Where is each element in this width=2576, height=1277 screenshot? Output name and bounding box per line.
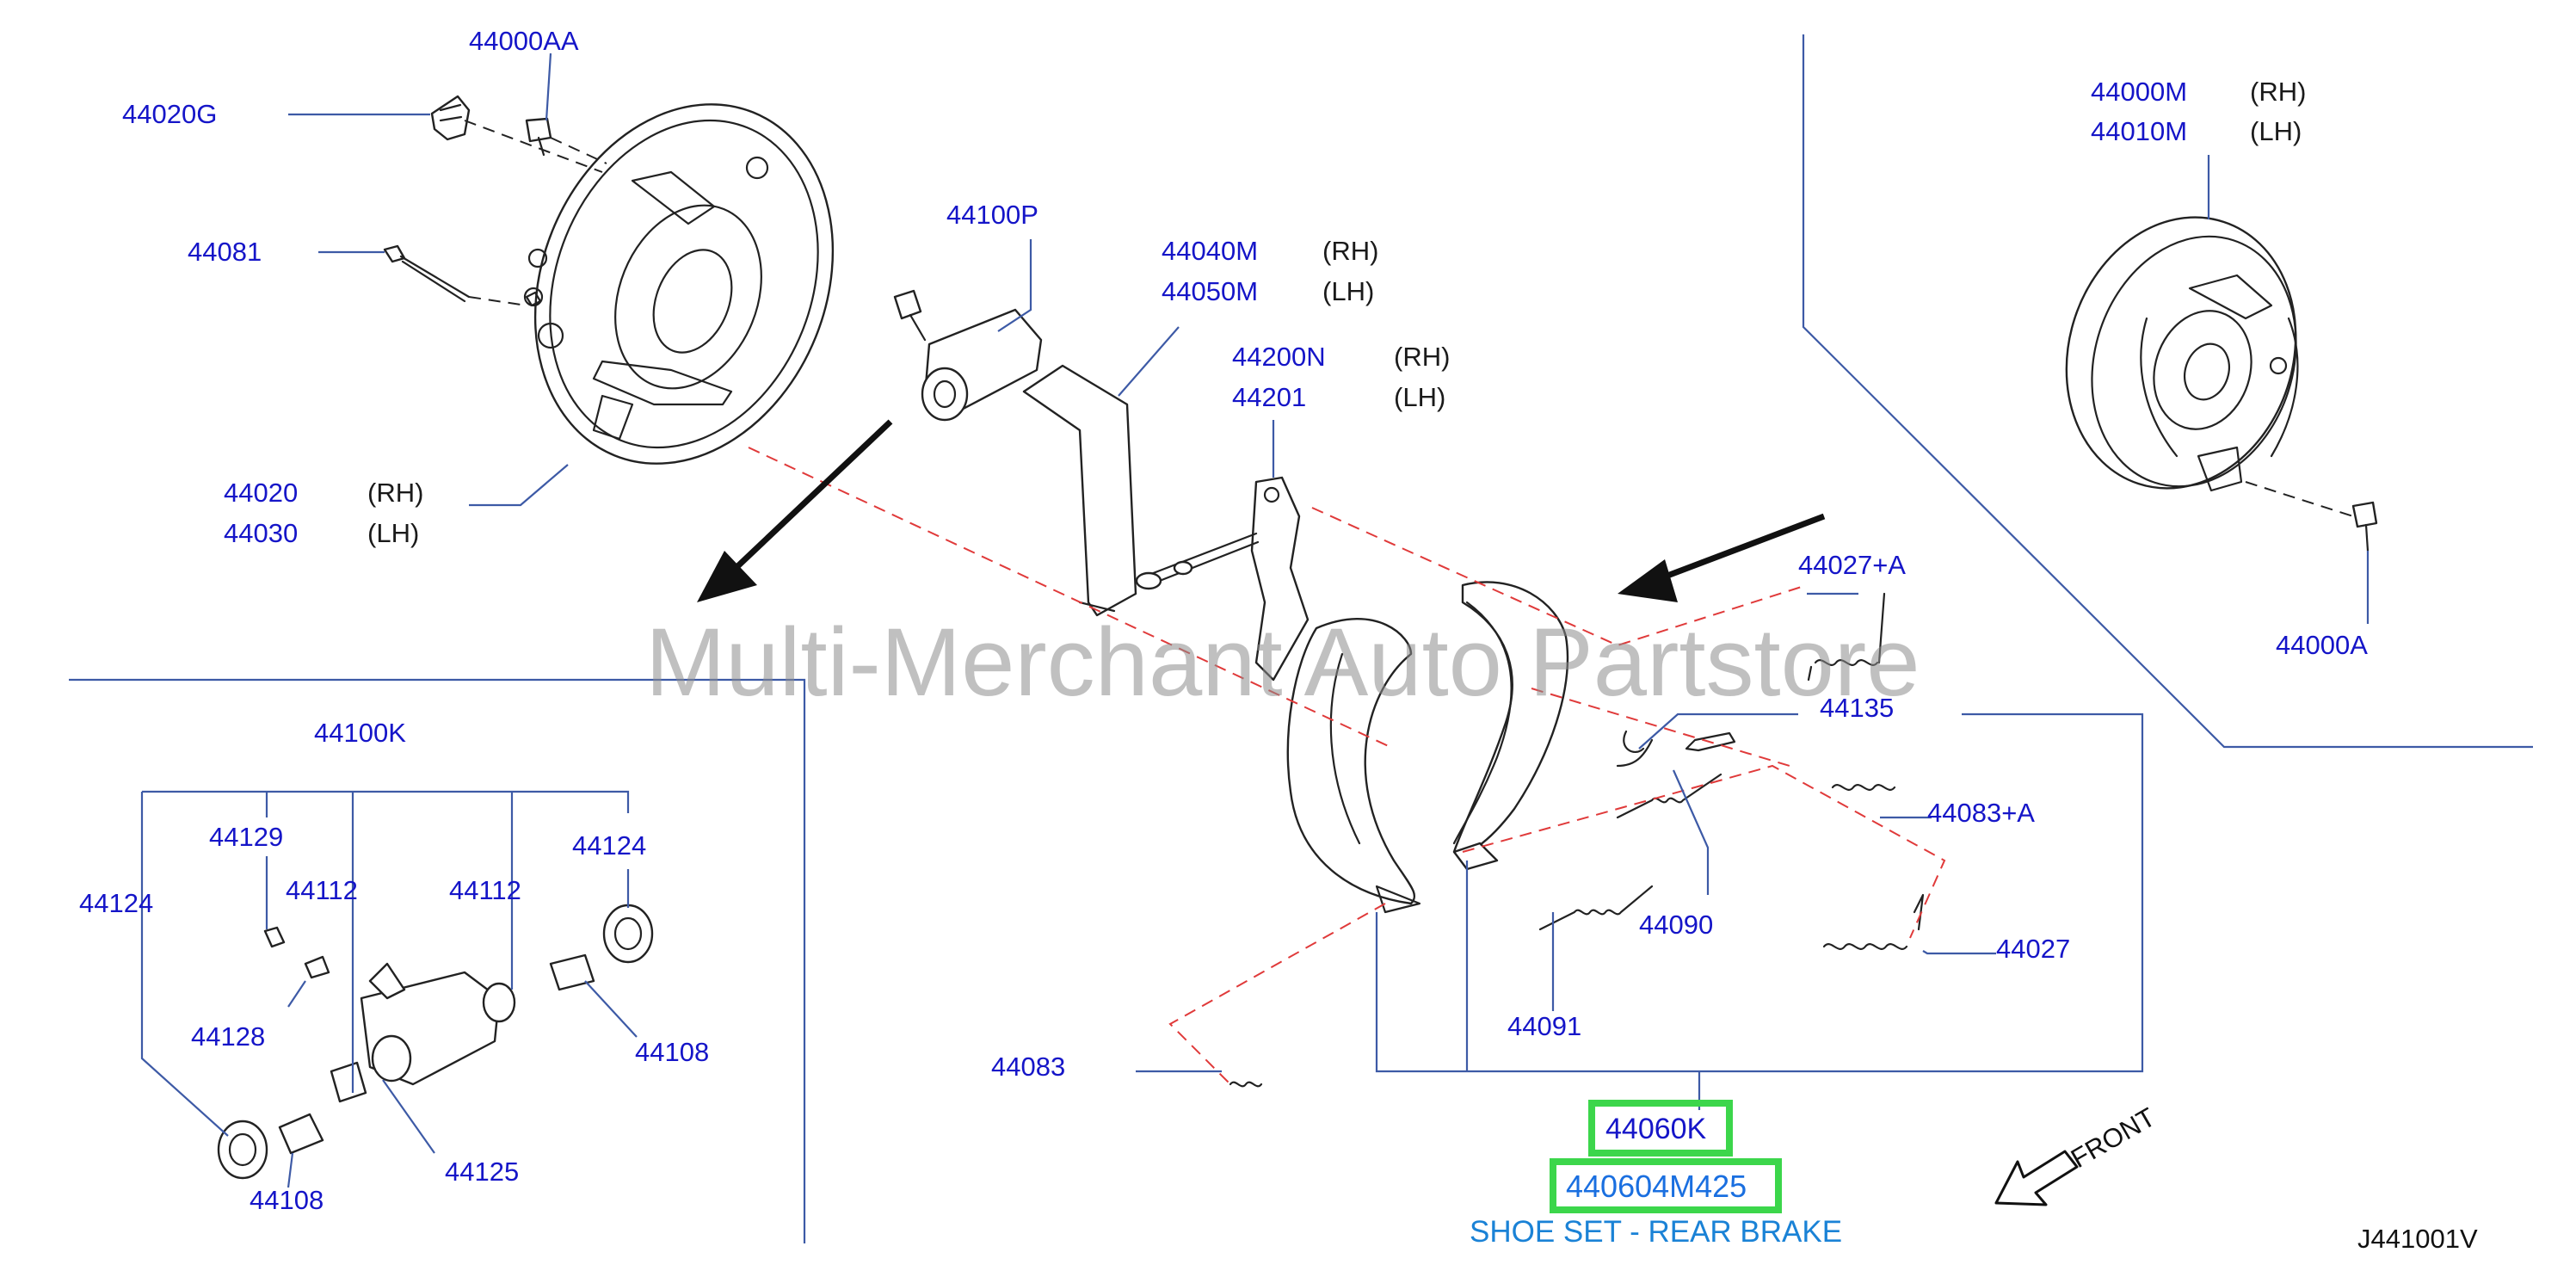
part-label-44108[interactable]: 44108 <box>635 1037 709 1067</box>
part-label-44020G[interactable]: 44020G <box>122 99 217 129</box>
part-labels: 44000AA 44020G 44081 44020 (RH) 44030 (L… <box>79 26 2368 1215</box>
part-label-44112[interactable]: 44112 <box>449 875 521 905</box>
part-label-44108[interactable]: 44108 <box>250 1185 324 1215</box>
part-label-44000A[interactable]: 44000A <box>2276 630 2368 660</box>
part-label-44200N[interactable]: 44200N <box>1232 342 1326 372</box>
section-dividers <box>69 34 2533 1243</box>
highlight-oem-number[interactable]: 440604M425 <box>1566 1169 1747 1204</box>
springs-drawing <box>1229 592 1925 1088</box>
part-label-44091[interactable]: 44091 <box>1507 1011 1581 1041</box>
backing-plate-drawing <box>523 103 835 465</box>
highlight-description: SHOE SET - REAR BRAKE <box>1470 1215 1842 1249</box>
part-label-44124[interactable]: 44124 <box>79 888 153 918</box>
part-label-44081[interactable]: 44081 <box>188 237 262 267</box>
brake-shoe-left-drawing <box>1286 618 1421 914</box>
side-rh: (RH) <box>1394 342 1450 372</box>
front-label: FRONT <box>2066 1101 2160 1174</box>
front-arrow-icon <box>1994 1150 2079 1206</box>
part-label-44050M[interactable]: 44050M <box>1162 276 1258 306</box>
side-rh: (RH) <box>2250 77 2306 107</box>
part-label-44201[interactable]: 44201 <box>1232 382 1306 412</box>
front-indicator: FRONT <box>1994 1101 2160 1206</box>
part-label-44128[interactable]: 44128 <box>191 1021 265 1052</box>
highlight-box-part <box>1588 1100 1733 1157</box>
side-rh: (RH) <box>1322 236 1378 266</box>
adjuster-strut-drawing <box>1022 364 1137 617</box>
part-label-44135[interactable]: 44135 <box>1820 693 1894 723</box>
part-label-44124[interactable]: 44124 <box>572 830 646 861</box>
part-label-44112[interactable]: 44112 <box>286 875 358 905</box>
highlight-part-number[interactable]: 44060K <box>1605 1113 1707 1145</box>
brake-shoe-right-drawing <box>1452 581 1569 871</box>
part-label-44083[interactable]: 44083 <box>991 1052 1065 1082</box>
leader-lines <box>140 52 2370 1188</box>
diagram-code: J441001V <box>2357 1224 2478 1254</box>
wheel-cylinder-exploded-drawing <box>217 904 654 1180</box>
part-label-44027A[interactable]: 44027+A <box>1798 550 1906 580</box>
part-label-44100K[interactable]: 44100K <box>314 718 406 748</box>
watermark: Multi-Merchant Auto Partstore <box>645 608 1920 716</box>
direction-arrows <box>697 419 1826 602</box>
part-label-44040M[interactable]: 44040M <box>1162 236 1258 266</box>
part-label-44030[interactable]: 44030 <box>224 518 298 548</box>
highlight-box-oem <box>1550 1158 1782 1213</box>
side-lh: (LH) <box>1394 382 1445 412</box>
part-label-44083A[interactable]: 44083+A <box>1927 798 2035 828</box>
part-label-44020[interactable]: 44020 <box>224 478 298 508</box>
wheel-cylinder-drawing <box>893 289 1043 422</box>
part-label-44129[interactable]: 44129 <box>209 822 283 852</box>
assembled-brake-drawing <box>2065 216 2378 552</box>
assembly-guide-lines <box>748 447 1946 1085</box>
part-label-44027[interactable]: 44027 <box>1996 934 2070 964</box>
side-lh: (LH) <box>1322 276 1374 306</box>
part-label-44000AA[interactable]: 44000AA <box>469 26 579 56</box>
part-label-44010M[interactable]: 44010M <box>2091 116 2187 146</box>
side-rh: (RH) <box>367 478 423 508</box>
parking-lever-drawing <box>1135 476 1310 682</box>
part-label-44090[interactable]: 44090 <box>1639 910 1713 940</box>
highlighted-part: 44060K 440604M425 SHOE SET - REAR BRAKE <box>1470 1100 1842 1249</box>
side-lh: (LH) <box>367 518 419 548</box>
side-lh: (LH) <box>2250 116 2302 146</box>
part-label-44125[interactable]: 44125 <box>445 1157 519 1187</box>
part-label-44000M[interactable]: 44000M <box>2091 77 2187 107</box>
backing-plate-hardware <box>383 95 607 307</box>
part-label-44100P[interactable]: 44100P <box>946 200 1038 230</box>
